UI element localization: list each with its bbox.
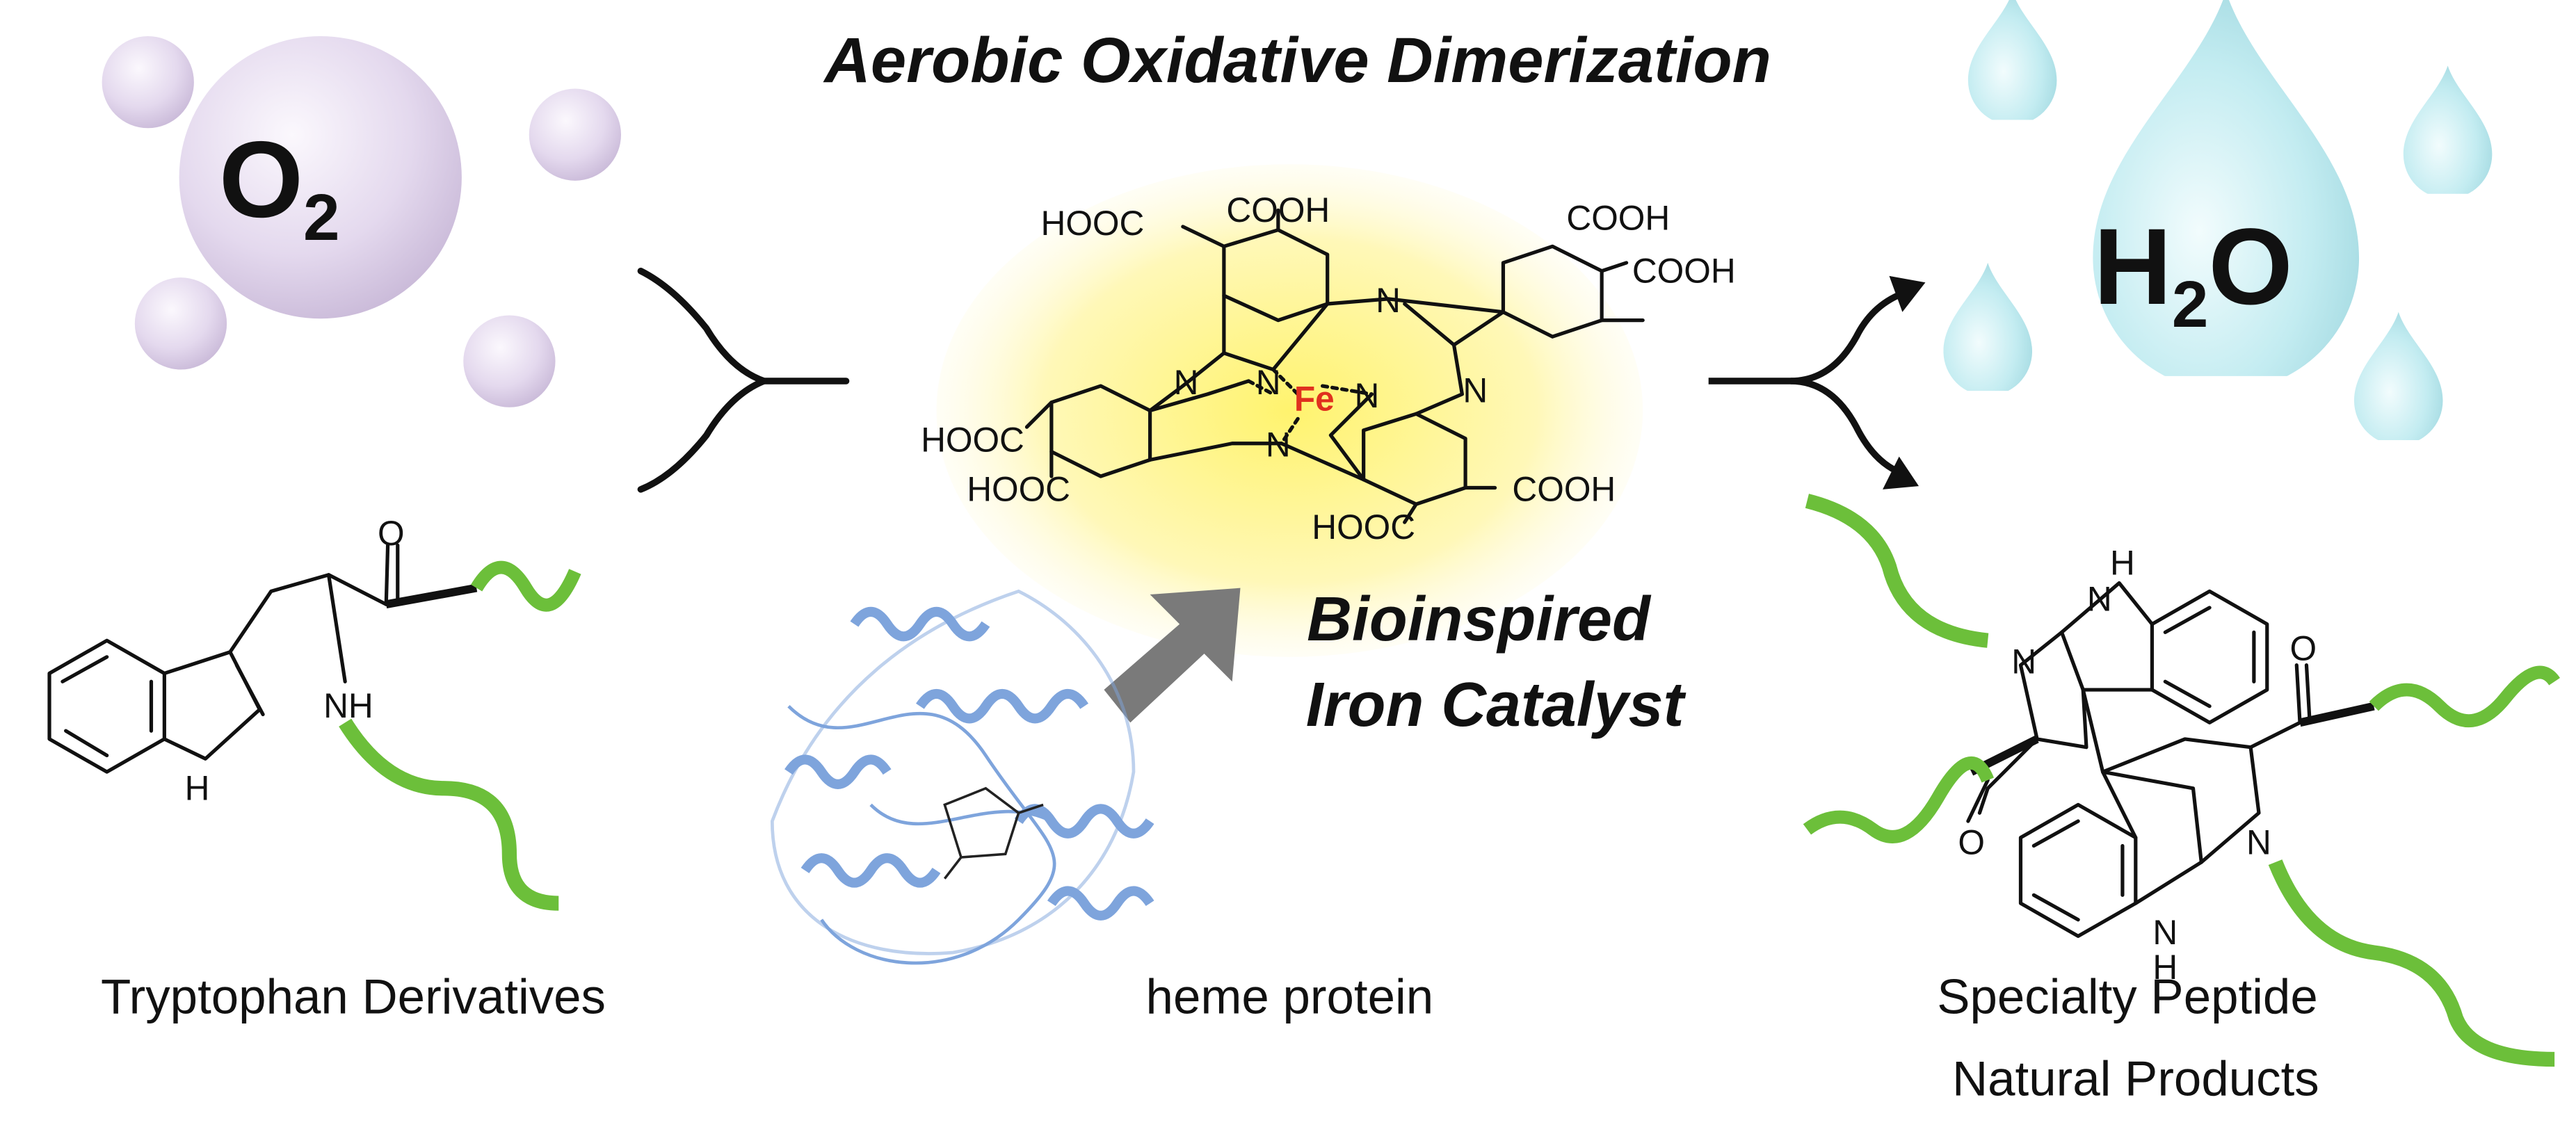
substituent-label: HOOC [921, 421, 1024, 460]
tryptophan-label: Tryptophan Derivatives [101, 969, 606, 1024]
product-label-line2: Natural Products [1952, 1051, 2319, 1106]
substituent-label: HOOC [967, 469, 1070, 508]
peptide-ribbon [339, 718, 559, 911]
catalyst-glow [936, 164, 1643, 657]
n-atom: N [1174, 363, 1199, 402]
n-atom: N [2087, 580, 2112, 619]
o-atom: O [378, 514, 405, 553]
tryptophan-structure: O NH H [47, 514, 581, 911]
substituent-label: COOH [1566, 199, 1670, 238]
peptide-ribbon [1805, 494, 1989, 648]
product-structure: H N N O O N N H [1803, 494, 2560, 1067]
n-atom: N [1376, 281, 1401, 320]
n-atom: N [2246, 823, 2271, 861]
split-arrow [1708, 275, 1926, 489]
water-drops: H2O [1943, 0, 2493, 441]
catalyst-caption-line1: Bioinspired [1307, 585, 1652, 654]
n-atom: N [2011, 642, 2036, 681]
h-atom: H [185, 768, 210, 807]
o-atom: O [1958, 823, 1985, 861]
iron-phthalocyanine: COOH HOOC COOH COOH HOOC HOOC COOH HOOC … [921, 191, 1736, 547]
n-atom: N [1256, 363, 1281, 402]
catalyst-caption-line2: Iron Catalyst [1306, 670, 1687, 740]
merge-arrow [637, 268, 850, 493]
peptide-ribbon [2268, 859, 2555, 1067]
h-atom: H [2152, 948, 2177, 987]
n-atom: N [1463, 371, 1488, 410]
substituent-label: COOH [1632, 251, 1736, 290]
heme-protein-image [770, 589, 1154, 965]
o-atom: O [2289, 629, 2317, 668]
n-atom: N [2152, 913, 2177, 952]
heme-protein-label: heme protein [1146, 969, 1434, 1024]
oxygen-formula: O2 [219, 120, 340, 254]
title: Aerobic Oxidative Dimerization [823, 24, 1771, 96]
substituent-label: COOH [1512, 469, 1616, 508]
n-atom: N [1354, 376, 1379, 415]
product-label-line1: Specialty Peptide [1937, 969, 2318, 1024]
oxygen-spheres: O2 [102, 35, 622, 407]
substituent-label: COOH [1226, 191, 1330, 229]
h-atom: H [2110, 544, 2135, 583]
n-atom: N [1266, 426, 1291, 464]
nh-group: NH [323, 686, 373, 725]
inspiration-arrow [1104, 588, 1241, 723]
peptide-ribbon [1803, 756, 1995, 843]
iron-atom: Fe [1294, 380, 1335, 419]
peptide-ribbon [471, 560, 581, 612]
substituent-label: HOOC [1041, 204, 1145, 243]
substituent-label: HOOC [1312, 508, 1415, 547]
water-formula: H2O [2093, 207, 2292, 341]
peptide-ribbon [2369, 665, 2560, 728]
